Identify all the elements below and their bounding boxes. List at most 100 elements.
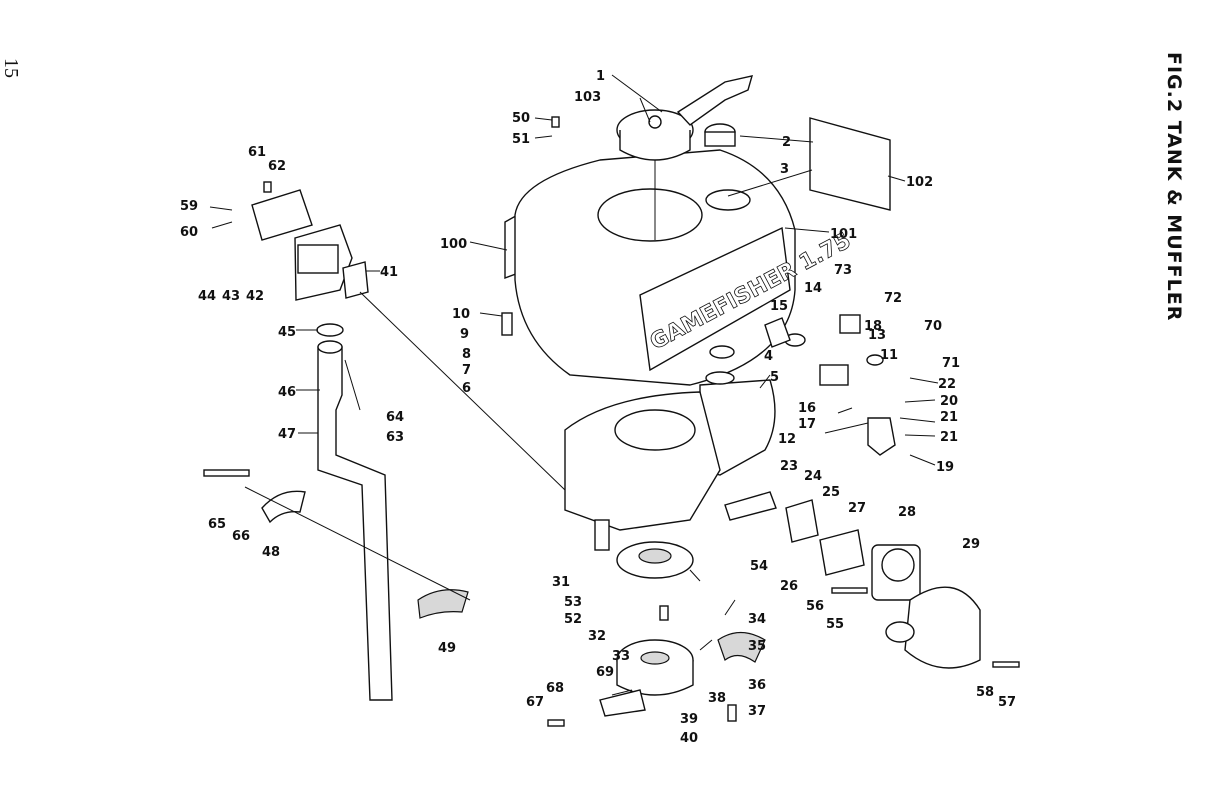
callout-label: 11 xyxy=(880,348,898,363)
callout-label: 21 xyxy=(940,430,958,445)
callout-label: 35 xyxy=(748,639,766,654)
callout-label: 36 xyxy=(748,678,766,693)
callout-label: 20 xyxy=(940,394,958,409)
fuel-tank xyxy=(699,379,776,476)
callout-label: 72 xyxy=(884,291,902,306)
callout-label: 42 xyxy=(246,289,264,304)
flywheel-32 xyxy=(616,639,694,696)
callout-label: 14 xyxy=(804,281,822,296)
callout-label: 5 xyxy=(770,370,779,385)
callout-label: 13 xyxy=(868,328,886,343)
muffler-cover-43 xyxy=(251,189,313,241)
callout-label: 8 xyxy=(462,347,471,362)
exhaust-pipe-47 xyxy=(317,340,393,701)
callout-label: 33 xyxy=(612,649,630,664)
callout-label: 55 xyxy=(826,617,844,632)
callout-label: 21 xyxy=(940,410,958,425)
callout-label: 34 xyxy=(748,612,766,627)
callout-label: 7 xyxy=(462,363,471,378)
callout-label: 1 xyxy=(596,69,605,84)
engine-cowl: GAMEFISHER 1.75 xyxy=(514,149,855,386)
gasket-4 xyxy=(709,345,735,359)
callout-label: 24 xyxy=(804,469,822,484)
callout-label: 61 xyxy=(248,145,266,160)
callout-label: 23 xyxy=(780,459,798,474)
callout-label: 4 xyxy=(764,349,773,364)
reed-plate-23 xyxy=(724,491,777,521)
gasket-45 xyxy=(316,323,344,337)
callout-label: 100 xyxy=(440,237,467,252)
callout-label: 102 xyxy=(906,175,933,190)
callout-label: 53 xyxy=(564,595,582,610)
callout-label: 70 xyxy=(924,319,942,334)
callout-label: 57 xyxy=(998,695,1016,710)
callout-label: 101 xyxy=(830,227,857,242)
callout-label: 12 xyxy=(778,432,796,447)
callout-label: 59 xyxy=(180,199,198,214)
callout-label: 69 xyxy=(596,665,614,680)
callout-label: 16 xyxy=(798,401,816,416)
callout-label: 103 xyxy=(574,90,601,105)
callout-label: 6 xyxy=(462,381,471,396)
callout-label: 27 xyxy=(848,501,866,516)
callout-label: 38 xyxy=(708,691,726,706)
callout-label: 2 xyxy=(782,135,791,150)
callout-label: 56 xyxy=(806,599,824,614)
callout-label: 71 xyxy=(942,356,960,371)
gasket-41 xyxy=(342,261,369,299)
callout-label: 25 xyxy=(822,485,840,500)
callout-label: 9 xyxy=(460,327,469,342)
callout-label: 67 xyxy=(526,695,544,710)
clamp-49 xyxy=(417,589,469,619)
callout-label: 44 xyxy=(198,289,216,304)
bracket-33 xyxy=(599,689,646,717)
carb-adapter-27 xyxy=(819,529,865,576)
muffler-42 xyxy=(294,224,353,301)
callout-label: 64 xyxy=(386,410,404,425)
callout-label: 31 xyxy=(552,575,570,590)
callout-label: 37 xyxy=(748,704,766,719)
callout-label: 48 xyxy=(262,545,280,560)
callout-label: 65 xyxy=(208,517,226,532)
callout-label: 66 xyxy=(232,529,250,544)
callout-label: 29 xyxy=(962,537,980,552)
callout-label: 68 xyxy=(546,681,564,696)
air-silencer-29 xyxy=(885,586,981,669)
callout-label: 39 xyxy=(680,712,698,727)
callout-label: 63 xyxy=(386,430,404,445)
reed-24 xyxy=(785,499,819,543)
callout-label: 51 xyxy=(512,132,530,147)
callout-label: 18 xyxy=(864,319,882,334)
fuel-cap xyxy=(704,123,736,147)
decal-102 xyxy=(809,117,891,211)
leader-lines xyxy=(209,74,939,696)
callout-label: 46 xyxy=(278,385,296,400)
callout-label: 28 xyxy=(898,505,916,520)
callout-label: 10 xyxy=(452,307,470,322)
fasteners xyxy=(203,116,1020,727)
callout-label: 26 xyxy=(780,579,798,594)
fuel-valve-12 xyxy=(764,314,896,456)
callout-label: 41 xyxy=(380,265,398,280)
callout-label: 43 xyxy=(222,289,240,304)
callout-label: 17 xyxy=(798,417,816,432)
callout-label: 40 xyxy=(680,731,698,746)
shade-31 xyxy=(638,548,672,564)
callout-label: 32 xyxy=(588,629,606,644)
callout-label: 54 xyxy=(750,559,768,574)
crankcase xyxy=(564,391,721,551)
callout-label: 73 xyxy=(834,263,852,278)
callout-label: 47 xyxy=(278,427,296,442)
callout-label: 19 xyxy=(936,460,954,475)
callout-label: 58 xyxy=(976,685,994,700)
carburetor-28 xyxy=(871,544,921,601)
callout-label: 49 xyxy=(438,641,456,656)
starter-assembly xyxy=(616,75,753,161)
callout-label: 50 xyxy=(512,111,530,126)
callout-label: 60 xyxy=(180,225,198,240)
callout-label: 52 xyxy=(564,612,582,627)
callout-label: 15 xyxy=(770,299,788,314)
callout-label: 62 xyxy=(268,159,286,174)
